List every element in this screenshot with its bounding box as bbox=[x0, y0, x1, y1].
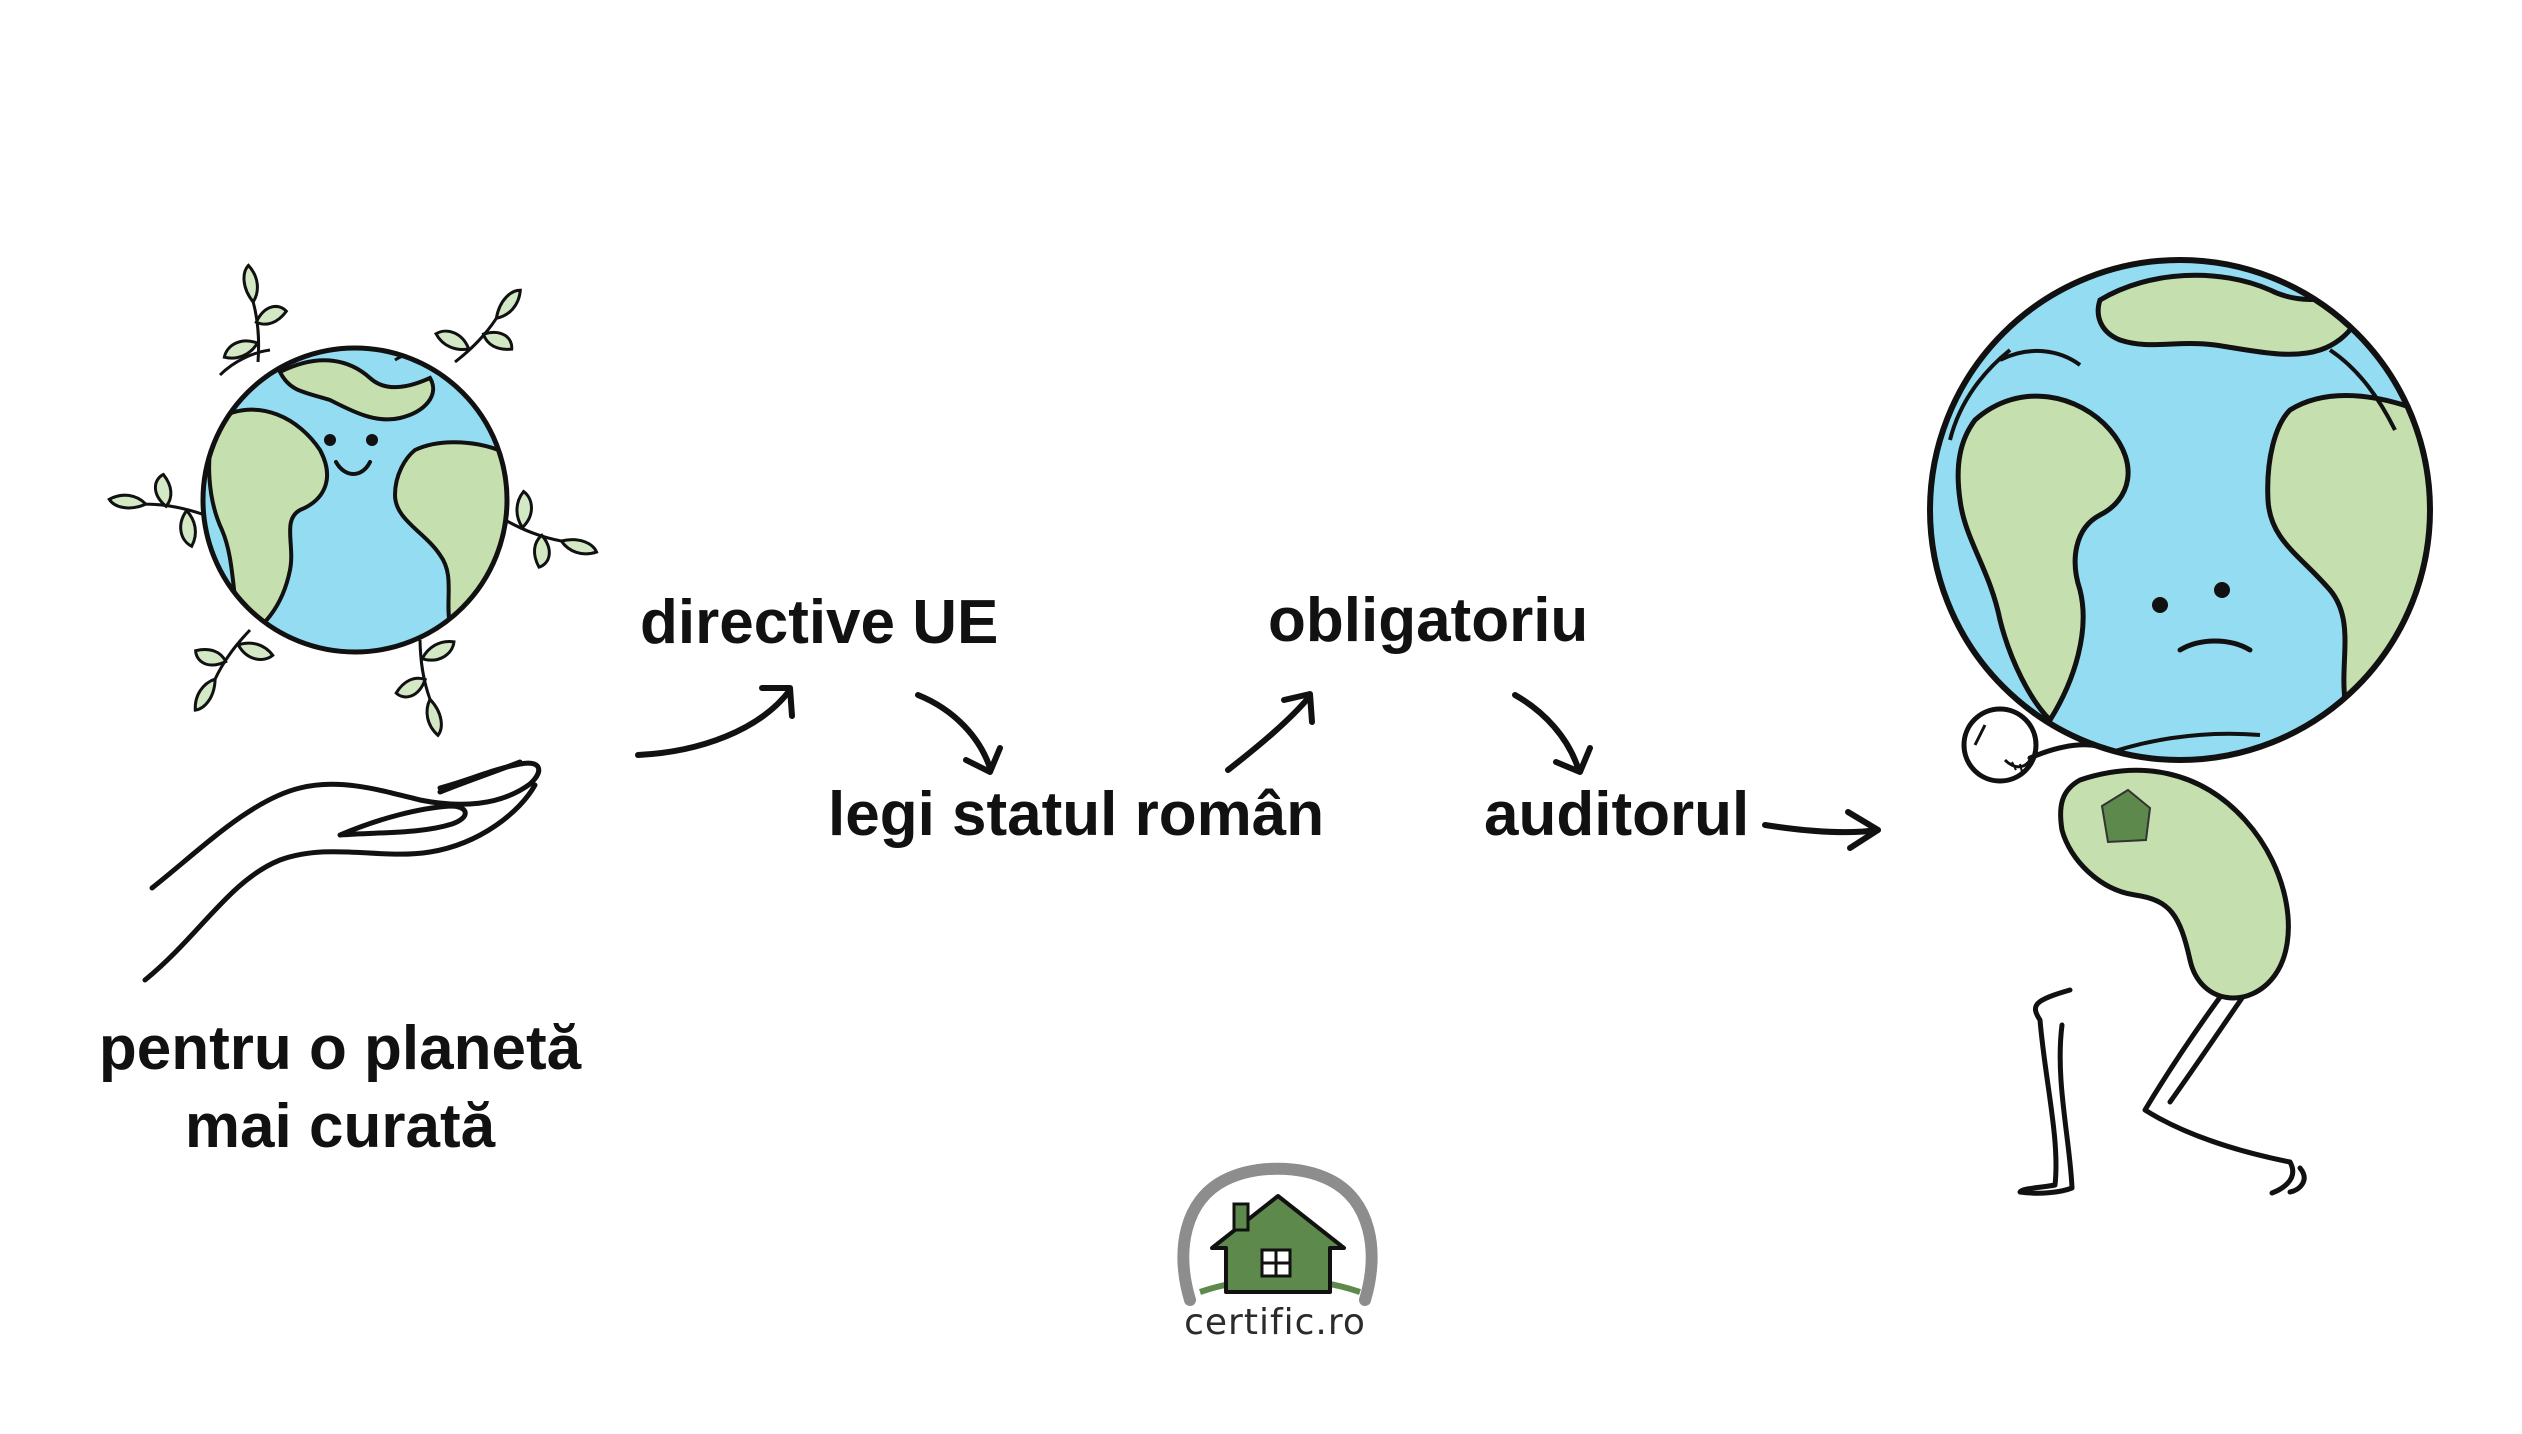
caption: pentru o planetă mai curată bbox=[70, 1010, 610, 1166]
flow-step-directive: directive UE bbox=[640, 588, 999, 657]
caption-line-1: pentru o planetă bbox=[98, 1014, 582, 1083]
arrow-to-burdened-earth bbox=[1762, 809, 1881, 851]
arrow-to-directive bbox=[635, 685, 795, 758]
brand-text: certific.ro bbox=[1184, 1302, 1366, 1343]
flow-step-legi: legi statul român bbox=[828, 780, 1325, 849]
arrow-to-obligatoriu bbox=[1225, 691, 1315, 773]
caption-line-2: mai curată bbox=[184, 1092, 496, 1161]
happy-earth-icon bbox=[106, 257, 603, 746]
flow-step-auditorul: auditorul bbox=[1484, 780, 1750, 849]
flow-arrows bbox=[635, 685, 1881, 851]
sad-earth-carrier-icon bbox=[1927, 257, 2433, 1196]
arrow-to-auditorul bbox=[1512, 692, 1593, 775]
arrow-to-legi bbox=[915, 692, 1003, 775]
open-hand-icon bbox=[142, 759, 542, 983]
house-logo-icon bbox=[1177, 1162, 1378, 1306]
flow-step-obligatoriu: obligatoriu bbox=[1268, 586, 1589, 655]
